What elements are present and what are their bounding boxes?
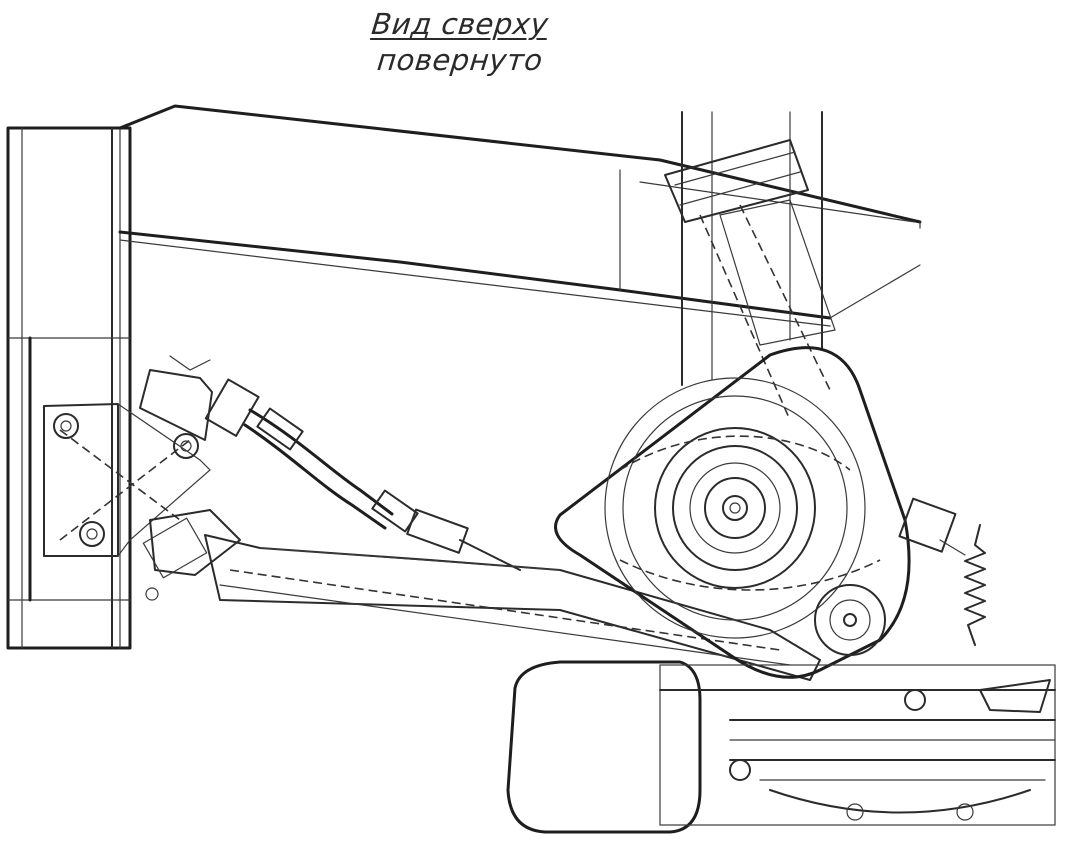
steering-post [664,111,836,421]
pulley-assembly [554,346,911,679]
brake-hose [243,407,521,571]
mounting-bracket [43,403,211,557]
wheel-housing [506,660,1056,834]
frame-side-member [6,126,132,650]
brake-cylinder [139,355,260,601]
return-spring [898,497,986,646]
brake-lever [204,534,821,681]
crossmember [118,104,922,327]
